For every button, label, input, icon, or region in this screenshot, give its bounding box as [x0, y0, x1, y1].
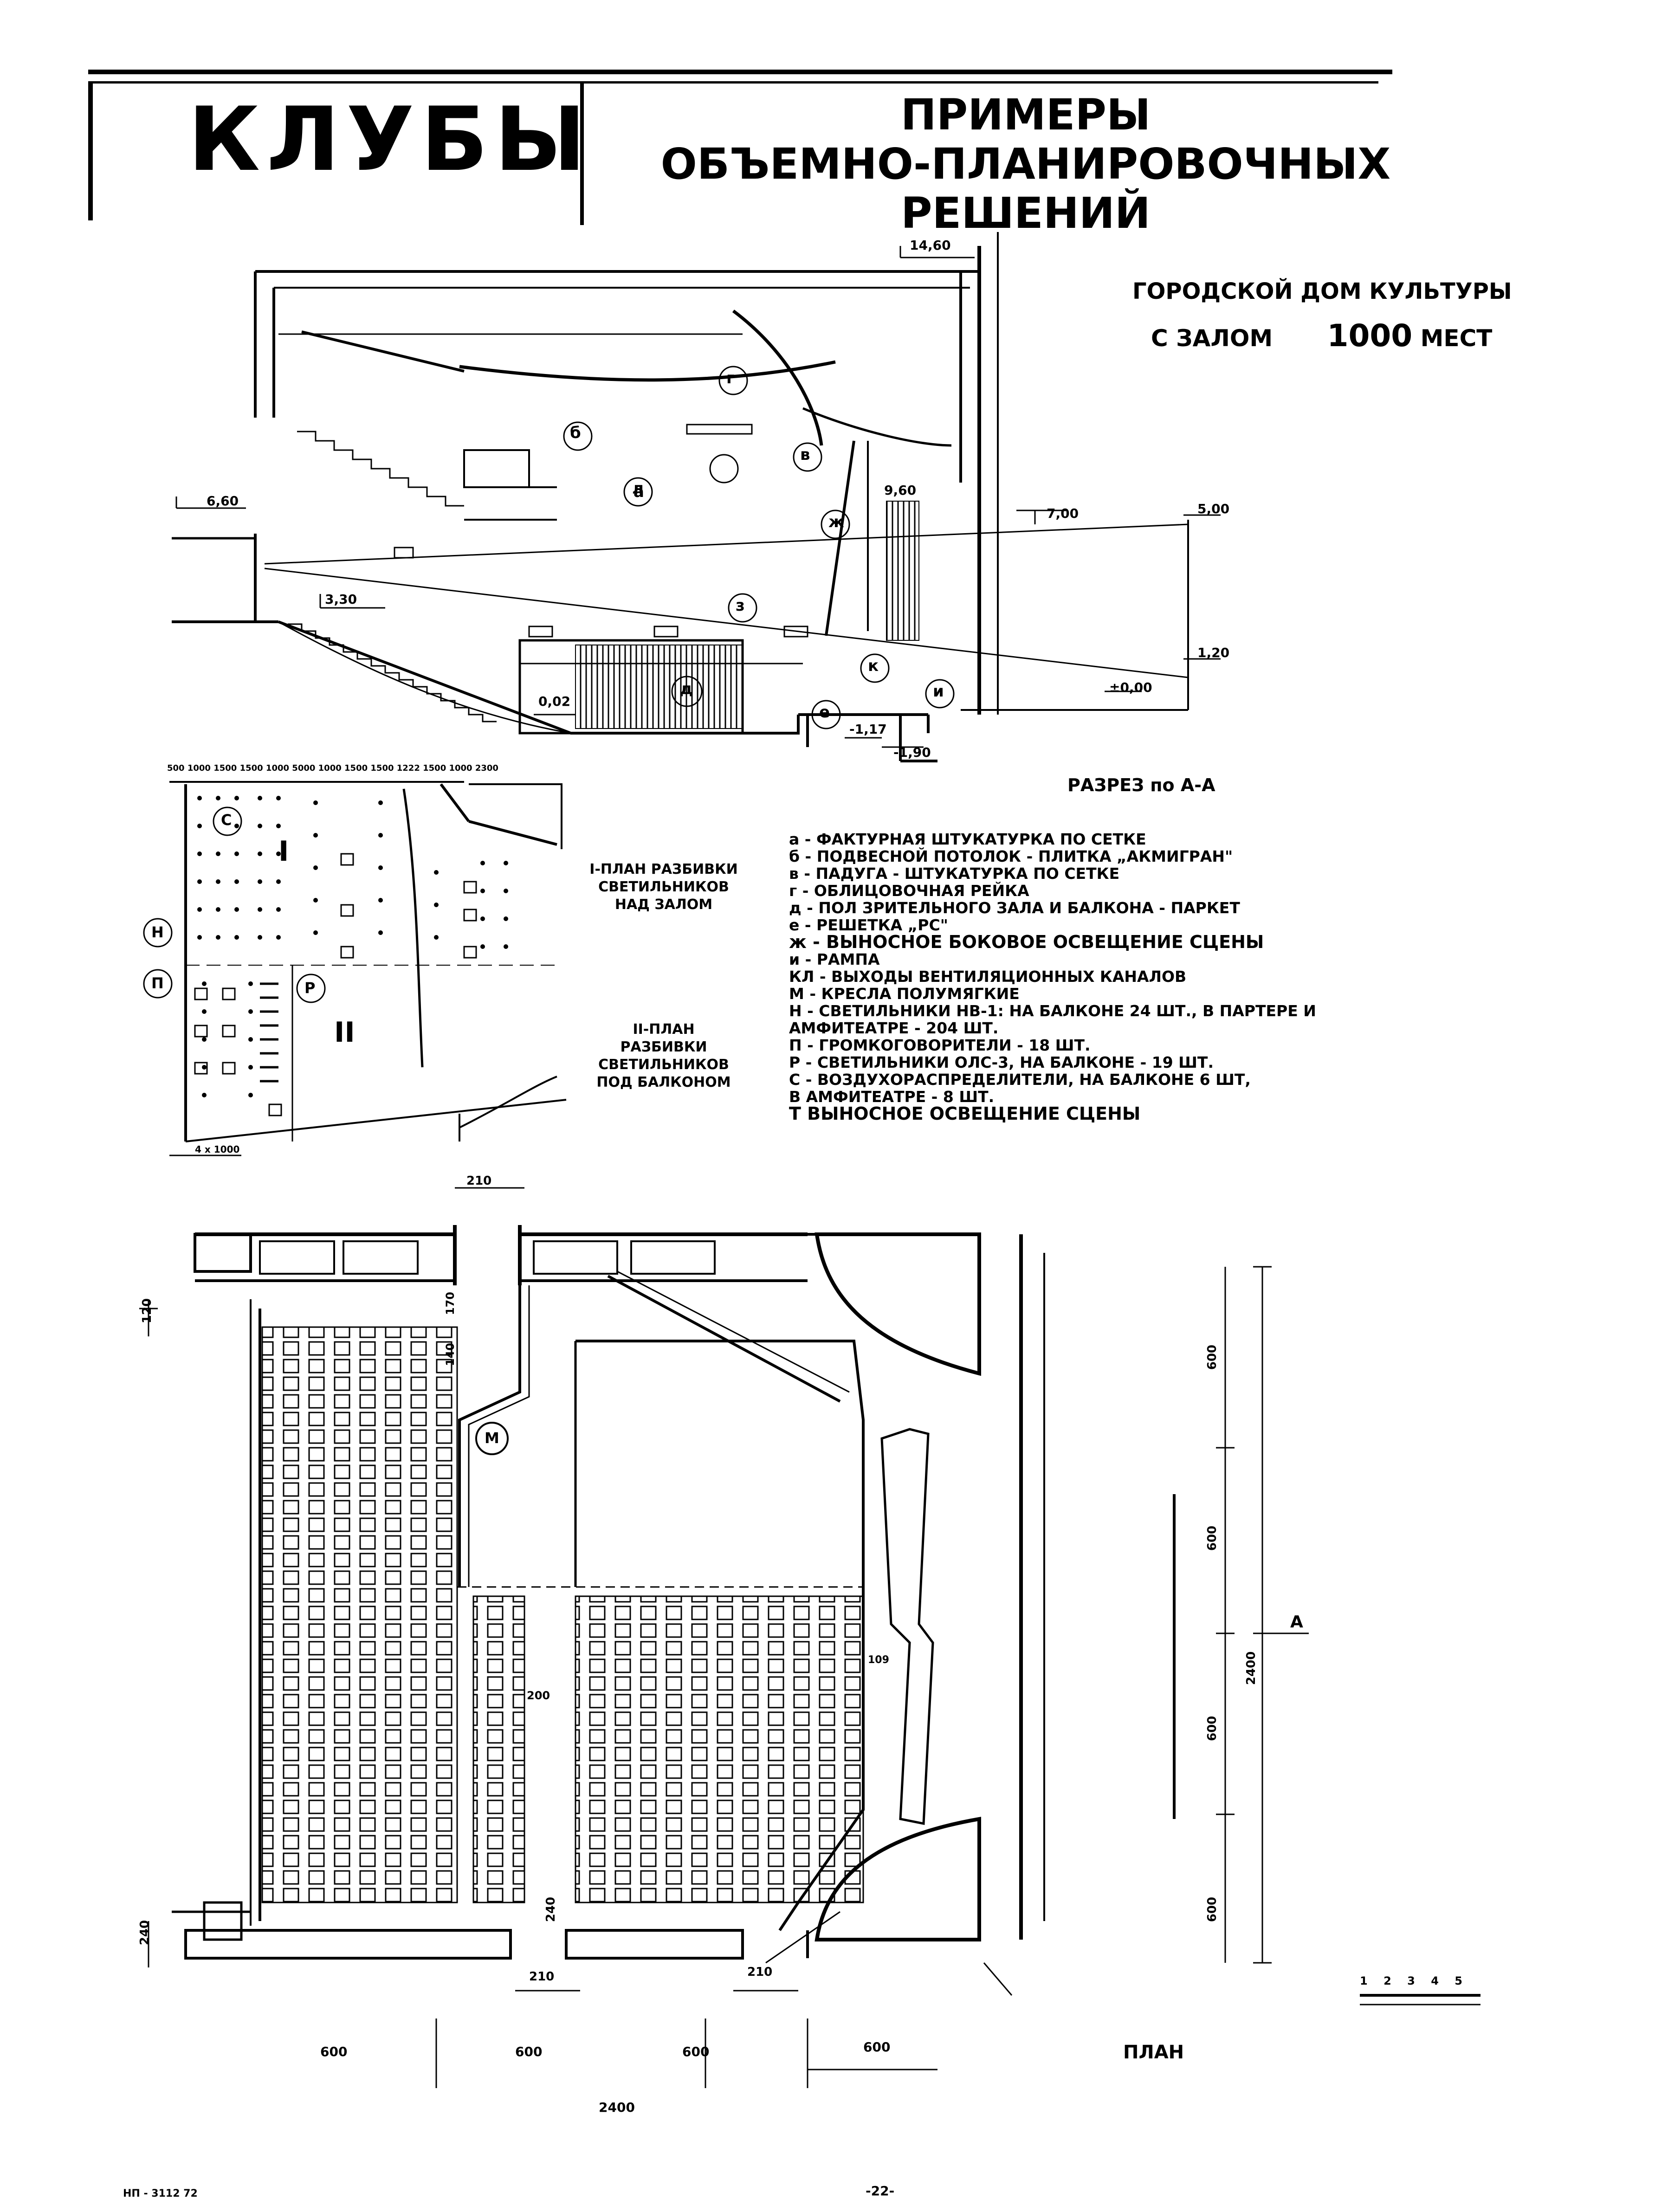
level-002: 0,02 — [538, 694, 571, 709]
floor-plan — [139, 1187, 1480, 2088]
level-700: 7,00 — [1047, 506, 1079, 521]
legend-item: б - ПОДВЕСНОЙ ПОТОЛОК - ПЛИТКА „АКМИГРАН… — [789, 847, 1233, 865]
legend-item: д - ПОЛ ЗРИТЕЛЬНОГО ЗАЛА И БАЛКОНА - ПАР… — [789, 899, 1240, 917]
marker-N: Н — [151, 923, 164, 941]
dim-left-240: 240 — [138, 1920, 152, 1946]
dim-bottom-2400: 2400 — [599, 2100, 635, 2115]
legend-item: С - ВОЗДУХОРАСПРЕДЕЛИТЕЛИ, НА БАЛКОНЕ 6 … — [789, 1071, 1251, 1089]
legend-item: г - ОБЛИЦОВОЧНАЯ РЕЙКА — [789, 882, 1029, 900]
header-right-title: ПРИМЕРЫ ОБЪЕМНО-ПЛАНИРОВОЧНЫХ РЕШЕНИЙ — [603, 90, 1448, 238]
dim-left-240b: 240 — [544, 1896, 558, 1922]
marker-M: М — [485, 1429, 499, 1447]
dim-bottom-600c: 600 — [682, 2044, 710, 2059]
header-frame — [88, 70, 1434, 225]
dim-bottom-600d: 600 — [863, 2039, 891, 2055]
dim-top-210: 210 — [466, 1174, 492, 1188]
footer-page: -22- — [866, 2183, 895, 2199]
header-right-line1: ПРИМЕРЫ — [900, 90, 1151, 140]
marker-zh: ж — [828, 513, 844, 531]
header-left-title: КЛУБЫ — [188, 88, 593, 191]
section-mark-A: А — [1290, 1612, 1303, 1632]
level-500: 5,00 — [1197, 501, 1230, 516]
level-960: 9,60 — [884, 483, 917, 498]
level-330: 3,30 — [325, 592, 357, 607]
lighting-label-I: I-ПЛАН РАЗБИВКИ СВЕТИЛЬНИКОВ НАД ЗАЛОМ — [589, 861, 738, 913]
section-drawing — [172, 232, 1221, 762]
marker-d: д — [680, 680, 693, 698]
dim-right-600a: 600 — [1205, 1344, 1220, 1370]
dim-109: 109 — [868, 1654, 889, 1666]
dim-bottom-210b: 210 — [747, 1965, 773, 1979]
marker-k: к — [868, 657, 879, 675]
marker-l: л — [632, 479, 644, 498]
dim-left-120: 120 — [140, 1298, 155, 1324]
legend-item: КЛ - ВЫХОДЫ ВЕНТИЛЯЦИОННЫХ КАНАЛОВ — [789, 967, 1187, 986]
dim-bottom-210a: 210 — [529, 1970, 555, 1984]
legend-item: а - ФАКТУРНАЯ ШТУКАТУРКА ПО СЕТКЕ — [789, 830, 1146, 848]
dim-bottom-600a: 600 — [320, 2044, 348, 2059]
legend-item: ж - ВЫНОСНОЕ БОКОВОЕ ОСВЕЩЕНИЕ СЦЕНЫ — [789, 932, 1264, 952]
lighting-plan — [143, 781, 567, 1156]
roman-II: II — [334, 1016, 355, 1049]
legend-item: АМФИТЕАТРЕ - 204 ШТ. — [789, 1019, 999, 1037]
lighting-label-II: II-ПЛАН РАЗБИВКИ СВЕТИЛЬНИКОВ ПОД БАЛКОН… — [596, 1021, 731, 1090]
level-117: -1,17 — [849, 722, 887, 737]
marker-i: и — [933, 682, 944, 701]
legend-item: Н - СВЕТИЛЬНИКИ НВ-1: НА БАЛКОНЕ 24 ШТ.,… — [789, 1002, 1316, 1020]
level-120: 1,20 — [1197, 645, 1230, 660]
marker-P: П — [151, 974, 164, 992]
level-000: ±0,00 — [1109, 680, 1152, 695]
marker-S: С — [221, 811, 232, 829]
marker-z: з — [736, 596, 745, 615]
marker-b: б — [570, 424, 581, 442]
legend-item: Т ВЫНОСНОЕ ОСВЕЩЕНИЕ СЦЕНЫ — [789, 1103, 1141, 1124]
legend-item: П - ГРОМКОГОВОРИТЕЛИ - 18 ШТ. — [789, 1036, 1091, 1054]
dim-right-2400: 2400 — [1244, 1651, 1259, 1685]
project-title-line1: ГОРОДСКОЙ ДОМ КУЛЬТУРЫ — [1132, 278, 1512, 304]
level-660: 6,60 — [207, 493, 239, 509]
project-title-suffix: МЕСТ — [1420, 325, 1493, 352]
level-1460: 14,60 — [910, 238, 951, 253]
project-title-line2: С ЗАЛОМ 1000 МЕСТ — [1151, 318, 1492, 354]
lighting-top-dims: 500 1000 1500 1500 1000 5000 1000 1500 1… — [167, 763, 498, 773]
level-190: -1,90 — [893, 745, 931, 760]
dim-right-600d: 600 — [1205, 1896, 1220, 1922]
dim-170: 170 — [444, 1291, 457, 1316]
legend: а - ФАКТУРНАЯ ШТУКАТУРКА ПО СЕТКЕ б - ПО… — [789, 831, 1316, 1122]
dim-right-600c: 600 — [1205, 1715, 1220, 1741]
project-title-number: 1000 — [1327, 318, 1413, 354]
lighting-bottom-dim: 4 x 1000 — [195, 1144, 240, 1155]
section-caption: РАЗРЕЗ по А-А — [1067, 775, 1215, 795]
marker-g: г — [726, 369, 735, 387]
dim-right-600b: 600 — [1205, 1525, 1220, 1551]
marker-a: а — [634, 483, 644, 501]
footer-left: НП - 3112 72 — [123, 2188, 198, 2199]
marker-R: Р — [304, 979, 316, 997]
project-title-prefix: С ЗАЛОМ — [1151, 325, 1273, 352]
legend-item: Р - СВЕТИЛЬНИКИ ОЛС-3, НА БАЛКОНЕ - 19 Ш… — [789, 1053, 1214, 1071]
plan-caption: ПЛАН — [1123, 2042, 1184, 2063]
dim-140: 140 — [444, 1342, 457, 1367]
header-right-line2: ОБЪЕМНО-ПЛАНИРОВОЧНЫХ РЕШЕНИЙ — [660, 139, 1391, 238]
legend-item: в - ПАДУГА - ШТУКАТУРКА ПО СЕТКЕ — [789, 864, 1120, 883]
dim-200: 200 — [527, 1689, 550, 1702]
marker-v: в — [800, 445, 810, 464]
legend-item: М - КРЕСЛА ПОЛУМЯГКИЕ — [789, 985, 1020, 1003]
legend-item: В АМФИТЕАТРЕ - 8 ШТ. — [789, 1088, 995, 1106]
marker-e: е — [819, 703, 830, 722]
roman-I: I — [278, 835, 289, 868]
scale-bar: 1 2 3 4 5 — [1360, 1974, 1462, 1987]
legend-item: е - РЕШЕТКА „РС" — [789, 916, 948, 934]
dim-bottom-600b: 600 — [515, 2044, 543, 2059]
legend-item: и - РАМПА — [789, 950, 880, 968]
